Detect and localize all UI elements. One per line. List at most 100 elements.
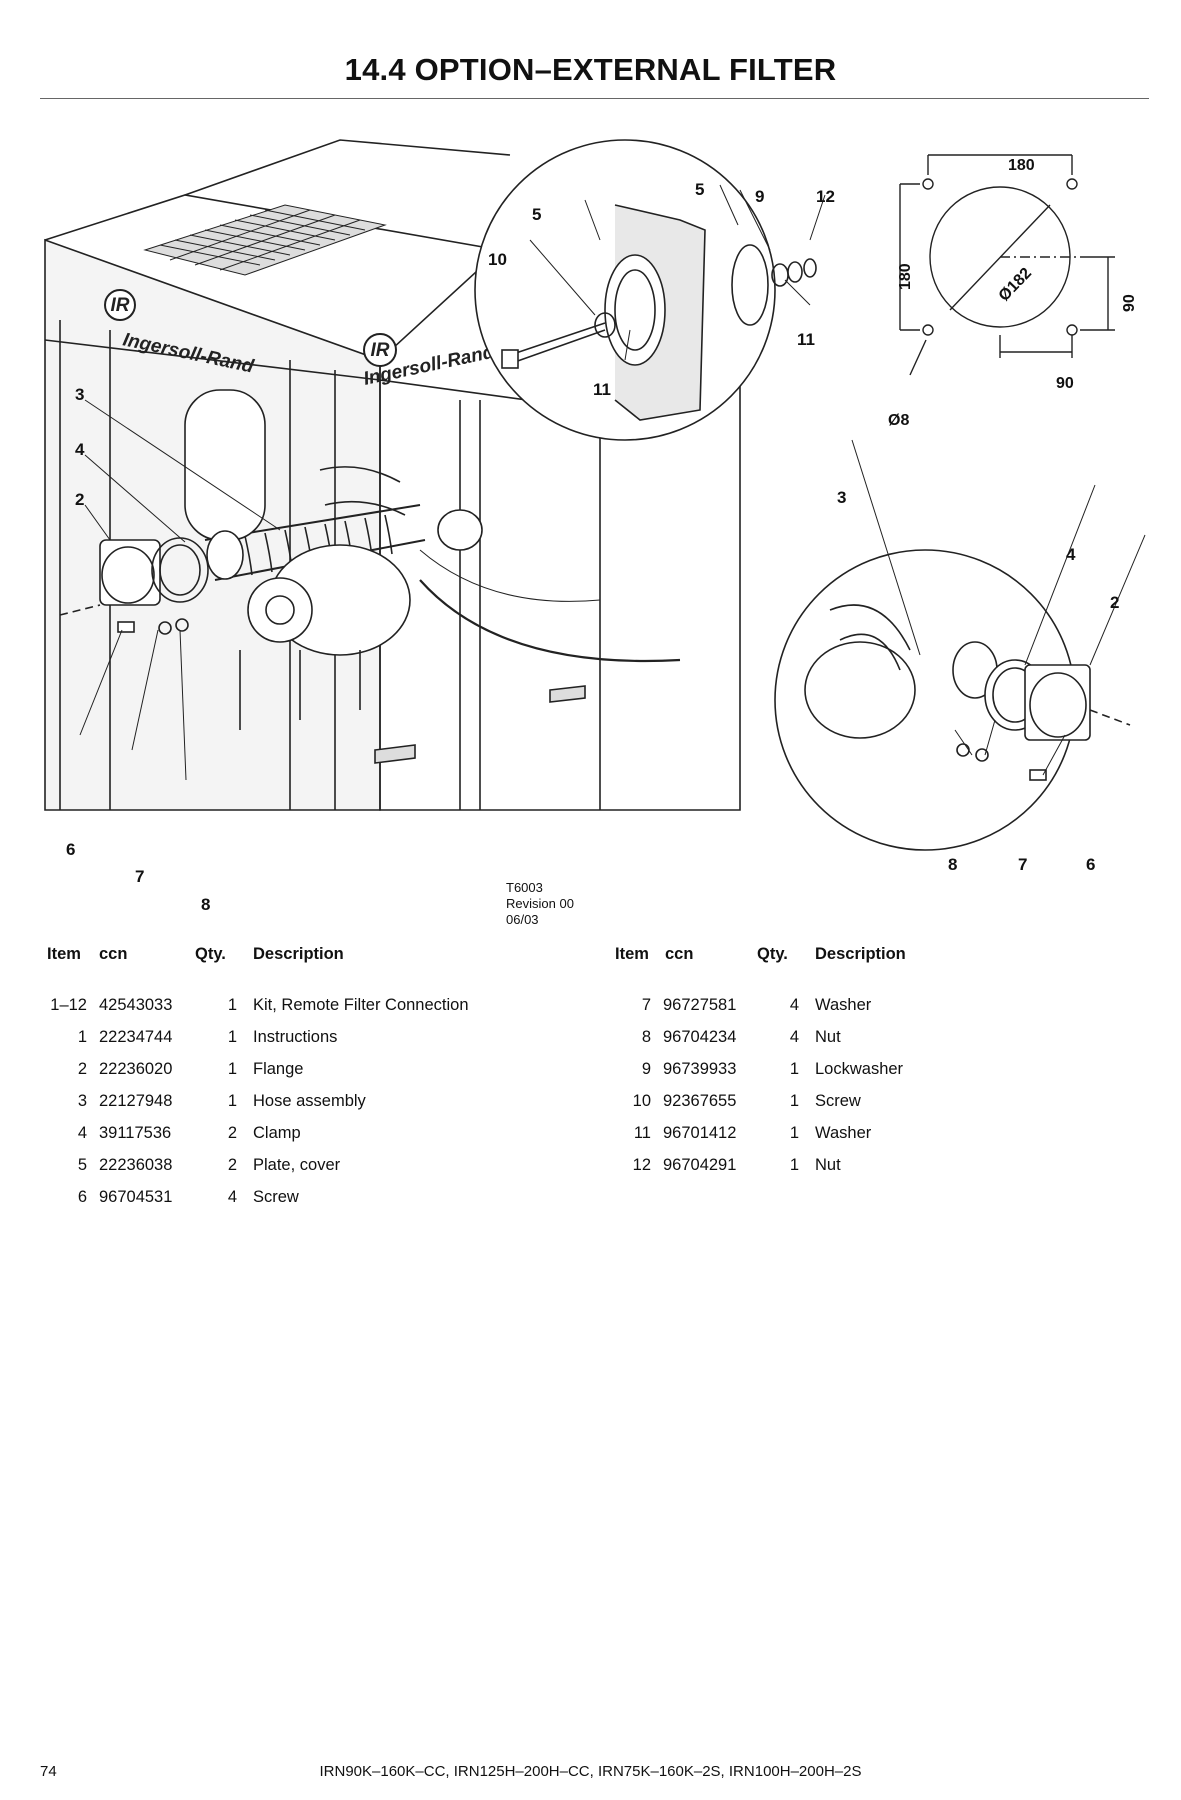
callout-top-5a: 5 [532, 205, 541, 224]
callout-leaders [79, 184, 1146, 781]
header-item: Item [47, 945, 81, 963]
header-qty: Qty. [757, 945, 788, 963]
callout-right-3: 3 [837, 488, 846, 507]
callout-top-11b: 11 [797, 330, 815, 349]
fastener-drawing [117, 618, 189, 635]
part-description: Washer [815, 995, 872, 1014]
dimension-height: 180 [897, 263, 914, 290]
part-qty: 1 [227, 1091, 237, 1110]
part-description: Nut [815, 1155, 841, 1174]
part-item: 9 [641, 1059, 651, 1078]
part-ccn: 22236020 [99, 1059, 173, 1078]
part-item: 2 [77, 1059, 87, 1078]
part-item: 6 [77, 1187, 87, 1206]
part-item: 10 [632, 1091, 651, 1110]
part-qty: 4 [789, 995, 799, 1014]
part-qty: 2 [227, 1123, 237, 1142]
dimension-diameter: Ø182 [996, 265, 1035, 305]
callout-right-7: 7 [1018, 855, 1027, 874]
callout-top-11a: 11 [593, 380, 611, 399]
part-ccn: 42543033 [99, 995, 173, 1014]
parts-table-row: 1 22234744 1 Instructions [47, 1021, 493, 1053]
part-qty: 4 [789, 1027, 799, 1046]
drawing-date: 06/03 [506, 912, 539, 927]
dimension-hole: Ø8 [888, 412, 909, 429]
part-qty: 1 [227, 1027, 237, 1046]
header-description: Description [815, 945, 906, 963]
part-ccn: 96704531 [99, 1187, 173, 1206]
callout-right-8: 8 [948, 855, 957, 874]
part-ccn: 22127948 [99, 1091, 173, 1110]
page-number: 74 [40, 1763, 57, 1780]
dimension-half-height: 90 [1121, 294, 1138, 312]
hose-assembly-drawing [204, 466, 426, 581]
part-qty: 2 [227, 1155, 237, 1174]
part-description: Plate, cover [253, 1155, 341, 1174]
parts-table-row: 4 39117536 2 Clamp [47, 1117, 493, 1149]
part-qty: 1 [789, 1155, 799, 1174]
roof-vent-grid [143, 204, 387, 276]
part-qty: 1 [789, 1059, 799, 1078]
assembly-drawing: IR Ingersoll-Rand IR Ingersoll-Rand [44, 139, 1146, 927]
callout-top-10: 10 [488, 250, 507, 269]
callout-top-5b: 5 [695, 180, 704, 199]
part-qty: 4 [227, 1187, 237, 1206]
callout-main-6: 6 [66, 840, 75, 859]
header-description: Description [253, 945, 344, 963]
part-ccn: 22234744 [99, 1027, 173, 1046]
filter-hole-dimension-drawing [899, 154, 1115, 376]
dimension-width: 180 [1008, 157, 1035, 174]
parts-table-row: 12 96704291 1 Nut [615, 1149, 1015, 1181]
ir-logo-icon [104, 289, 136, 321]
compressor-enclosure-drawing [44, 139, 741, 811]
callout-main-3: 3 [75, 385, 84, 404]
part-item: 12 [632, 1155, 651, 1174]
part-qty: 1 [789, 1123, 799, 1142]
part-ccn: 96704234 [663, 1027, 737, 1046]
callout-top-9: 9 [755, 187, 764, 206]
part-ccn: 92367655 [663, 1091, 737, 1110]
header-qty: Qty. [195, 945, 226, 963]
part-description: Flange [253, 1059, 304, 1078]
drawing-id: T6003 [506, 880, 543, 895]
part-item: 11 [633, 1123, 651, 1142]
part-qty: 1 [227, 995, 237, 1014]
callout-right-4: 4 [1066, 545, 1076, 564]
parts-table-row: 5 22236038 2 Plate, cover [47, 1149, 493, 1181]
part-description: Lockwasher [815, 1059, 904, 1078]
part-ccn: 22236038 [99, 1155, 173, 1174]
callout-main-8: 8 [201, 895, 210, 914]
callout-right-6: 6 [1086, 855, 1095, 874]
part-item: 4 [77, 1123, 87, 1142]
header-item: Item [615, 945, 649, 963]
header-ccn: ccn [99, 945, 128, 963]
part-ccn: 39117536 [99, 1123, 172, 1142]
part-description: Washer [815, 1123, 872, 1142]
part-ccn: 96704291 [663, 1155, 737, 1174]
part-description: Instructions [253, 1027, 338, 1046]
callout-main-2: 2 [75, 490, 84, 509]
part-ccn: 96701412 [663, 1123, 737, 1142]
part-item: 5 [77, 1155, 87, 1174]
parts-table-row: 11 96701412 1 Washer [615, 1117, 1015, 1149]
title-divider [40, 98, 1149, 99]
part-item: 7 [641, 995, 651, 1014]
part-item: 1–12 [50, 995, 87, 1014]
part-item: 1 [77, 1027, 87, 1046]
part-description: Clamp [253, 1123, 301, 1142]
svg-text:IR: IR [111, 295, 130, 316]
dimension-half-width: 90 [1056, 375, 1074, 392]
part-description: Hose assembly [253, 1091, 366, 1110]
part-qty: 1 [789, 1091, 799, 1110]
callout-main-7: 7 [135, 867, 144, 886]
